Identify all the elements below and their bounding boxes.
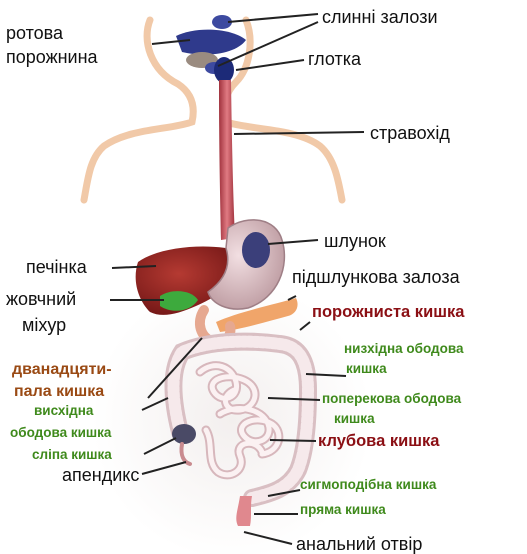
- label-salivary-glands: слинні залози: [322, 8, 438, 26]
- label-mouth-line1: ротова: [6, 24, 63, 42]
- label-pancreas: підшлункова залоза: [292, 268, 460, 286]
- mouth-cavity: [176, 30, 246, 68]
- label-liver: печінка: [26, 258, 87, 276]
- label-transverse-colon-line2: кишка: [334, 412, 375, 426]
- label-mouth-line2: порожнина: [6, 48, 98, 66]
- label-appendix: апендикс: [62, 466, 139, 484]
- esophagus: [219, 80, 235, 240]
- label-jejunum: порожниста кишка: [312, 304, 464, 321]
- label-ascending-colon-line1: висхідна: [34, 404, 93, 418]
- label-duodenum-line2: пала кишка: [14, 384, 104, 400]
- label-gallbladder-line2: міхур: [22, 316, 66, 334]
- label-transverse-colon-line1: поперекова ободова: [322, 392, 461, 406]
- label-cecum: сліпа кишка: [32, 448, 112, 462]
- cecum: [172, 424, 196, 444]
- label-ascending-colon-line2: ободова кишка: [10, 426, 111, 440]
- label-rectum: пряма кишка: [300, 503, 386, 517]
- label-esophagus: стравохід: [370, 124, 450, 142]
- label-duodenum-line1: дванадцяти-: [12, 362, 112, 378]
- label-gallbladder-line1: жовчний: [6, 290, 76, 308]
- label-descending-colon-line1: низхідна ободова: [344, 342, 464, 356]
- label-descending-colon-line2: кишка: [346, 362, 387, 376]
- label-sigmoid-colon: сигмоподібна кишка: [300, 478, 436, 492]
- label-ileum: клубова кишка: [318, 433, 439, 450]
- label-stomach: шлунок: [324, 232, 386, 250]
- label-anus: анальний отвір: [296, 535, 422, 553]
- label-pharynx: глотка: [308, 50, 361, 68]
